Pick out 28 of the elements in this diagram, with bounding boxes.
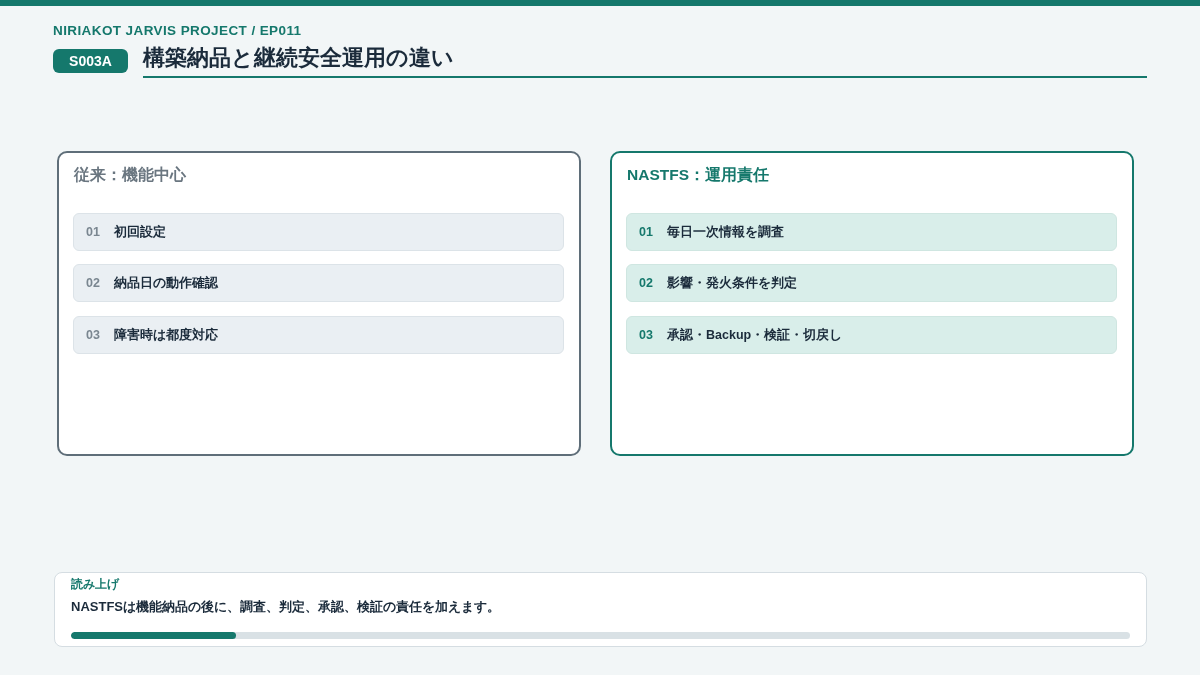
item-label: 納品日の動作確認 — [114, 275, 218, 292]
list-item — [73, 264, 564, 302]
slide-title: 構築納品と継続安全運用の違い — [143, 44, 454, 72]
list-item — [73, 213, 564, 251]
narration-label: 読み上げ — [71, 577, 119, 592]
item-label: 初回設定 — [114, 224, 166, 241]
comparison-panel — [610, 151, 1134, 456]
list-item — [626, 213, 1117, 251]
step-number: 01 — [639, 224, 653, 241]
step-number: 01 — [86, 224, 100, 241]
list-item — [73, 316, 564, 354]
item-label: 影響・発火条件を判定 — [667, 275, 797, 292]
step-number: 02 — [639, 275, 653, 292]
scene-badge: S003A — [53, 49, 128, 73]
item-label: 承認・Backup・検証・切戻し — [667, 327, 843, 344]
step-number: 02 — [86, 275, 100, 292]
item-label: 毎日一次情報を調査 — [667, 224, 784, 241]
comparison-panel — [57, 151, 581, 456]
step-number: 03 — [86, 327, 100, 344]
item-label: 障害時は都度対応 — [114, 326, 218, 344]
narration-text: NASTFSは機能納品の後に、調査、判定、承認、検証の責任を加えます。 — [71, 598, 500, 616]
step-number: 03 — [639, 327, 653, 344]
panel-heading: 従来：機能中心 — [74, 165, 186, 185]
narration-card — [54, 572, 1147, 647]
panel-heading: NASTFS：運用責任 — [627, 165, 769, 185]
project-label: NIRIAKOT JARVIS PROJECT / EP011 — [53, 23, 302, 39]
list-item — [626, 264, 1117, 302]
list-item — [626, 316, 1117, 354]
